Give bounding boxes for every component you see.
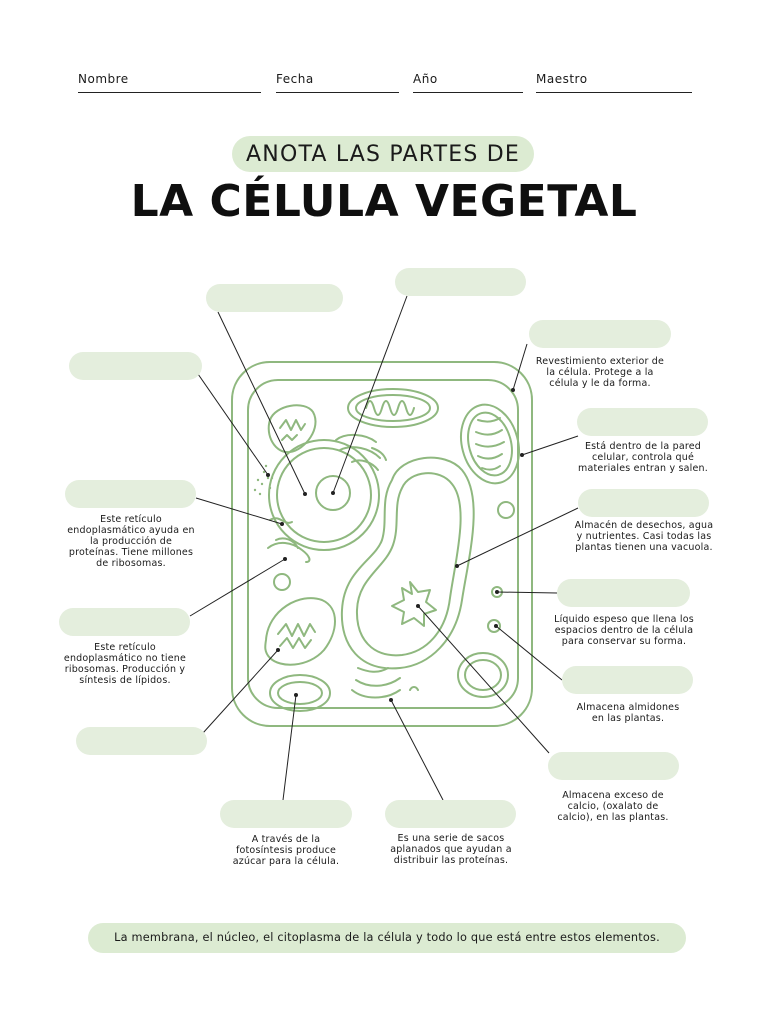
- year-field[interactable]: Año: [413, 70, 523, 93]
- answer-box-mitochondrion[interactable]: [76, 727, 207, 755]
- desc-smooth-er: Este retículo endoplasmático no tiene ri…: [63, 642, 187, 686]
- answer-box-golgi[interactable]: [385, 800, 516, 828]
- answer-box-crystal[interactable]: [548, 752, 679, 780]
- chloroplast-1: [267, 404, 317, 454]
- name-label: Nombre: [78, 72, 129, 86]
- golgi-bottom: [351, 667, 419, 699]
- answer-box-cell-wall[interactable]: [529, 320, 671, 348]
- year-label: Año: [413, 72, 438, 86]
- teacher-label: Maestro: [536, 72, 588, 86]
- answer-box-vacuole[interactable]: [578, 489, 709, 517]
- desc-amyloplast: Almacena almidones en las plantas.: [576, 702, 680, 724]
- footer-note: La membrana, el núcleo, el citoplasma de…: [88, 923, 686, 953]
- nucleolus: [315, 475, 351, 511]
- vacuole: [340, 456, 475, 670]
- teacher-field[interactable]: Maestro: [536, 70, 692, 93]
- answer-box-cytoplasm[interactable]: [557, 579, 690, 607]
- answer-box-ribosomes[interactable]: [69, 352, 202, 380]
- cell-membrane: [247, 379, 519, 709]
- desc-crystal: Almacena exceso de calcio, (oxalato de c…: [557, 790, 669, 823]
- date-label: Fecha: [276, 72, 314, 86]
- mitochondrion-right: [460, 403, 520, 485]
- mitochondrion-top: [347, 388, 439, 428]
- nucleus: [268, 439, 380, 551]
- date-field[interactable]: Fecha: [276, 70, 399, 93]
- name-field[interactable]: Nombre: [78, 70, 261, 93]
- desc-golgi: Es una serie de sacos aplanados que ayud…: [390, 833, 512, 866]
- answer-box-smooth-er[interactable]: [59, 608, 190, 636]
- amyloplast: [269, 674, 331, 712]
- desc-vacuole: Almacén de desechos, agua y nutrientes. …: [574, 520, 714, 553]
- answer-box-cell-membrane[interactable]: [577, 408, 708, 436]
- desc-chloroplast: A través de la fotosíntesis produce azúc…: [232, 834, 340, 867]
- answer-box-rough-er[interactable]: [65, 480, 196, 508]
- rough-er: [267, 517, 311, 563]
- answer-box-nucleolus[interactable]: [395, 268, 526, 296]
- leader-lines: [189, 295, 579, 801]
- answer-box-nucleus[interactable]: [206, 284, 343, 312]
- answer-box-chloroplast[interactable]: [220, 800, 352, 828]
- desc-cell-membrane: Está dentro de la pared celular, control…: [578, 441, 708, 474]
- mitochondrion-bottom: [457, 652, 509, 698]
- page-title: LA CÉLULA VEGETAL: [130, 176, 638, 227]
- desc-cell-wall: Revestimiento exterior de la célula. Pro…: [535, 356, 665, 389]
- desc-rough-er: Este retículo endoplasmático ayuda en la…: [67, 514, 195, 569]
- desc-cytoplasm: Líquido espeso que llena los espacios de…: [554, 614, 694, 647]
- subtitle: ANOTA LAS PARTES DE: [232, 136, 534, 172]
- chloroplast-2: [264, 597, 336, 666]
- answer-box-amyloplast[interactable]: [562, 666, 693, 694]
- golgi-top: [335, 434, 387, 471]
- crystal: [391, 581, 437, 627]
